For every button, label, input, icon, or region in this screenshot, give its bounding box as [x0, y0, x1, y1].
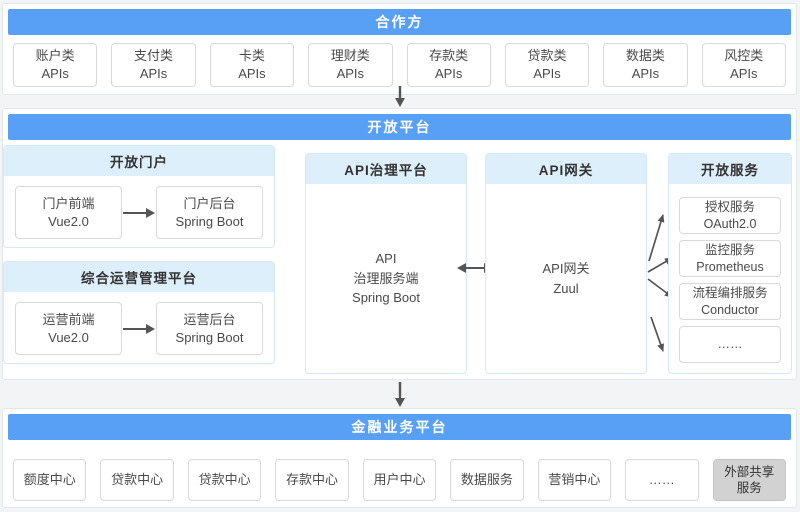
center-label: 营销中心 [548, 472, 601, 488]
right-arrow-icon [123, 207, 155, 218]
open-services-title: 开放服务 [669, 154, 791, 184]
center-label: 数据服务 [460, 472, 513, 488]
down-arrow-icon [395, 382, 405, 407]
open-portal-title: 开放门户 [4, 146, 274, 176]
api-gateway-column: API网关 API网关 Zuul [485, 153, 647, 374]
api-box-label: 账户类 [35, 48, 75, 64]
partner-api-box: 支付类 APIs [111, 43, 196, 87]
api-box-sublabel: APIs [336, 66, 365, 81]
ops-management-body: 运营前端 Vue2.0 运营后台 Spring Boot [4, 292, 274, 363]
down-arrow-icon [395, 86, 405, 107]
box-label: 门户后台 [183, 195, 236, 211]
service-sublabel: Prometheus [696, 259, 764, 274]
api-box-label: 理财类 [330, 48, 370, 64]
portal-frontend-box: 门户前端 Vue2.0 [15, 186, 122, 239]
partners-section: 合作方 账户类 APIs 支付类 APIs 卡类 APIs 理财类 APIs 存… [2, 3, 797, 95]
portal-backend-box: 门户后台 Spring Boot [156, 186, 263, 239]
api-governance-body: API 治理服务端 Spring Boot [306, 184, 466, 373]
ops-management-panel: 综合运营管理平台 运营前端 Vue2.0 运营后台 Spring Boot [3, 261, 275, 364]
center-label: 存款中心 [286, 472, 339, 488]
box-sublabel: Spring Boot [175, 329, 244, 345]
external-label: 外部共享 [724, 464, 775, 479]
ops-management-title: 综合运营管理平台 [4, 262, 274, 292]
body-line: API [375, 251, 397, 267]
service-label: 授权服务 [704, 200, 755, 215]
center-box: 贷款中心 [100, 459, 174, 501]
box-label: 运营后台 [183, 311, 236, 327]
partner-api-box: 贷款类 APIs [504, 43, 590, 87]
center-box: 营销中心 [537, 459, 612, 501]
partner-api-box: 理财类 APIs [308, 43, 393, 87]
center-label: 额度中心 [23, 472, 76, 488]
partner-api-box: 账户类 APIs [13, 43, 98, 87]
service-box-monitoring: 监控服务 Prometheus [679, 240, 781, 277]
partner-api-box: 风控类 APIs [701, 43, 786, 87]
api-gateway-title: API网关 [486, 154, 646, 184]
box-label: 门户前端 [42, 195, 95, 211]
api-governance-column: API治理平台 API 治理服务端 Spring Boot [305, 153, 467, 374]
center-box: 额度中心 [13, 459, 87, 501]
open-portal-body: 门户前端 Vue2.0 门户后台 Spring Boot [4, 176, 274, 247]
center-box: 数据服务 [450, 459, 524, 501]
api-box-label: 数据类 [625, 48, 665, 64]
left-panels-column: 开放门户 门户前端 Vue2.0 门户后台 Spring Boot [3, 145, 275, 366]
ops-backend-box: 运营后台 Spring Boot [156, 302, 263, 355]
external-sublabel: 服务 [736, 481, 762, 495]
external-shared-service-box: 外部共享 服务 [712, 459, 786, 501]
partner-api-box: 数据类 APIs [603, 43, 688, 87]
api-box-sublabel: APIs [730, 66, 758, 81]
center-box: 存款中心 [275, 459, 349, 501]
financial-platform-section: 金融业务平台 额度中心 贷款中心 贷款中心 存款中心 用户中心 数据服务 营销中… [2, 408, 797, 508]
center-label: …… [648, 472, 675, 488]
center-box-more: …… [625, 459, 699, 501]
body-line: Zuul [553, 280, 579, 296]
service-label: 流程编排服务 [692, 286, 768, 301]
partners-title: 合作方 [8, 9, 791, 35]
center-label: 贷款中心 [198, 472, 251, 488]
api-box-sublabel: APIs [533, 66, 561, 81]
api-gateway-body: API网关 Zuul [486, 184, 646, 373]
financial-platform-title: 金融业务平台 [8, 414, 791, 440]
center-label: 贷款中心 [111, 472, 164, 488]
api-box-sublabel: APIs [631, 66, 660, 81]
box-sublabel: Spring Boot [175, 213, 244, 229]
api-box-sublabel: APIs [41, 66, 69, 81]
service-sublabel: Conductor [701, 302, 759, 317]
partner-api-box: 存款类 APIs [406, 43, 491, 87]
open-platform-title: 开放平台 [8, 114, 791, 140]
open-services-column: 开放服务 授权服务 OAuth2.0 监控服务 Prometheus 流程编排服… [668, 153, 792, 374]
partner-api-box: 卡类 APIs [209, 43, 295, 87]
center-box: 贷款中心 [187, 459, 262, 501]
center-label: 用户中心 [373, 472, 426, 488]
body-line: 治理服务端 [353, 270, 419, 286]
service-label: …… [717, 337, 743, 352]
service-box-orchestration: 流程编排服务 Conductor [679, 283, 781, 320]
financial-centers-row: 额度中心 贷款中心 贷款中心 存款中心 用户中心 数据服务 营销中心 …… [13, 459, 786, 501]
body-line: Spring Boot [352, 290, 420, 306]
open-services-list: 授权服务 OAuth2.0 监控服务 Prometheus 流程编排服务 Con… [669, 184, 791, 363]
api-box-sublabel: APIs [434, 66, 463, 81]
api-box-label: 贷款类 [527, 48, 567, 64]
body-line: API网关 [542, 261, 590, 276]
partner-apis-row: 账户类 APIs 支付类 APIs 卡类 APIs 理财类 APIs 存款类 A… [13, 43, 786, 87]
api-box-label: 风控类 [724, 48, 764, 64]
api-box-label: 卡类 [238, 48, 265, 64]
center-box: 用户中心 [362, 459, 437, 501]
api-box-label: 支付类 [134, 48, 174, 64]
service-box-more: …… [679, 326, 781, 363]
box-sublabel: Vue2.0 [48, 329, 89, 345]
api-governance-title: API治理平台 [306, 154, 466, 184]
service-sublabel: OAuth2.0 [703, 216, 757, 231]
service-label: 监控服务 [704, 243, 755, 258]
box-sublabel: Vue2.0 [48, 213, 89, 229]
api-box-sublabel: APIs [139, 66, 168, 81]
api-box-sublabel: APIs [238, 66, 266, 81]
open-portal-panel: 开放门户 门户前端 Vue2.0 门户后台 Spring Boot [3, 145, 275, 248]
service-box-auth: 授权服务 OAuth2.0 [679, 197, 781, 234]
box-label: 运营前端 [42, 311, 95, 327]
right-arrow-icon [123, 323, 155, 334]
open-platform-section: 开放平台 开放门户 门户前端 Vue2.0 门户后台 Spring Bo [2, 108, 797, 380]
api-box-label: 存款类 [429, 48, 469, 64]
ops-frontend-box: 运营前端 Vue2.0 [15, 302, 122, 355]
